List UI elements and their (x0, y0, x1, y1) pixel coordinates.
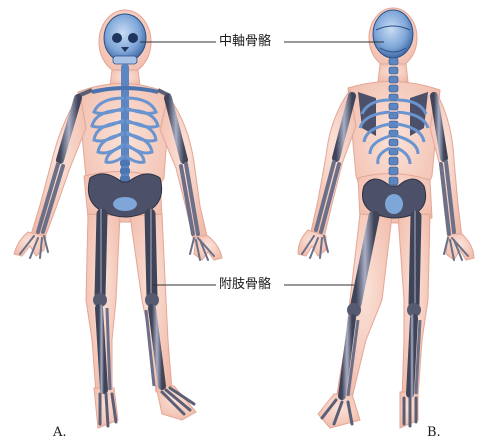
figure-front (14, 10, 222, 428)
back-skull (373, 10, 413, 58)
label-axial-skeleton: 中軸骨骼 (219, 35, 271, 48)
caption-back-view: B. (427, 426, 441, 439)
figure-back (298, 8, 474, 428)
label-appendicular-skeleton: 附肢骨骼 (219, 278, 271, 291)
front-leg-bones (88, 174, 194, 426)
caption-front-view: A. (53, 426, 67, 439)
